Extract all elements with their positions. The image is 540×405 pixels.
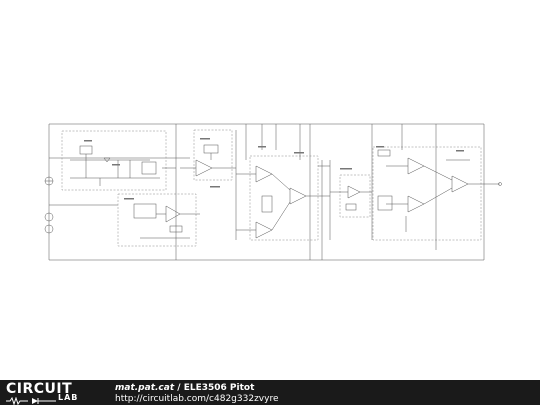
block-buffer [193, 129, 233, 181]
circuit-title-line: mat.pat.cat / ELE3506 Pitot [115, 383, 254, 393]
voltage-source-2 [44, 212, 54, 222]
logo-subword: LAB [58, 393, 79, 402]
block-reference [117, 193, 197, 247]
circuit-title: ELE3506 Pitot [183, 383, 255, 393]
footer-bar: CIRCUIT LAB mat.pat.cat / ELE3506 Pitot … [0, 380, 540, 405]
opamp-u4 [255, 221, 273, 239]
opamp-u5 [289, 187, 307, 205]
opamp-u3 [255, 165, 273, 183]
title-separator: / [174, 383, 184, 393]
block-inst-amp [249, 155, 319, 241]
opamp-u6 [347, 185, 361, 199]
opamp-u1 [195, 159, 213, 177]
author-link[interactable]: mat.pat.cat [115, 383, 175, 393]
block-filter [339, 174, 371, 218]
opamp-u8 [407, 195, 425, 213]
logo-word: CIRCUIT [6, 381, 73, 397]
circuit-url[interactable]: http://circuitlab.com/c482g332zvyre [115, 394, 279, 404]
block-output [372, 146, 482, 241]
voltage-source-3 [44, 224, 54, 234]
opamp-u9 [451, 175, 469, 193]
circuitlab-logo[interactable]: CIRCUIT LAB [6, 381, 94, 405]
schematic-canvas [44, 123, 502, 261]
opamp-u7 [407, 157, 425, 175]
opamp-u2 [165, 205, 181, 223]
block-regulator [61, 130, 167, 191]
waveform-icon [6, 397, 56, 405]
output-terminal [498, 182, 502, 186]
